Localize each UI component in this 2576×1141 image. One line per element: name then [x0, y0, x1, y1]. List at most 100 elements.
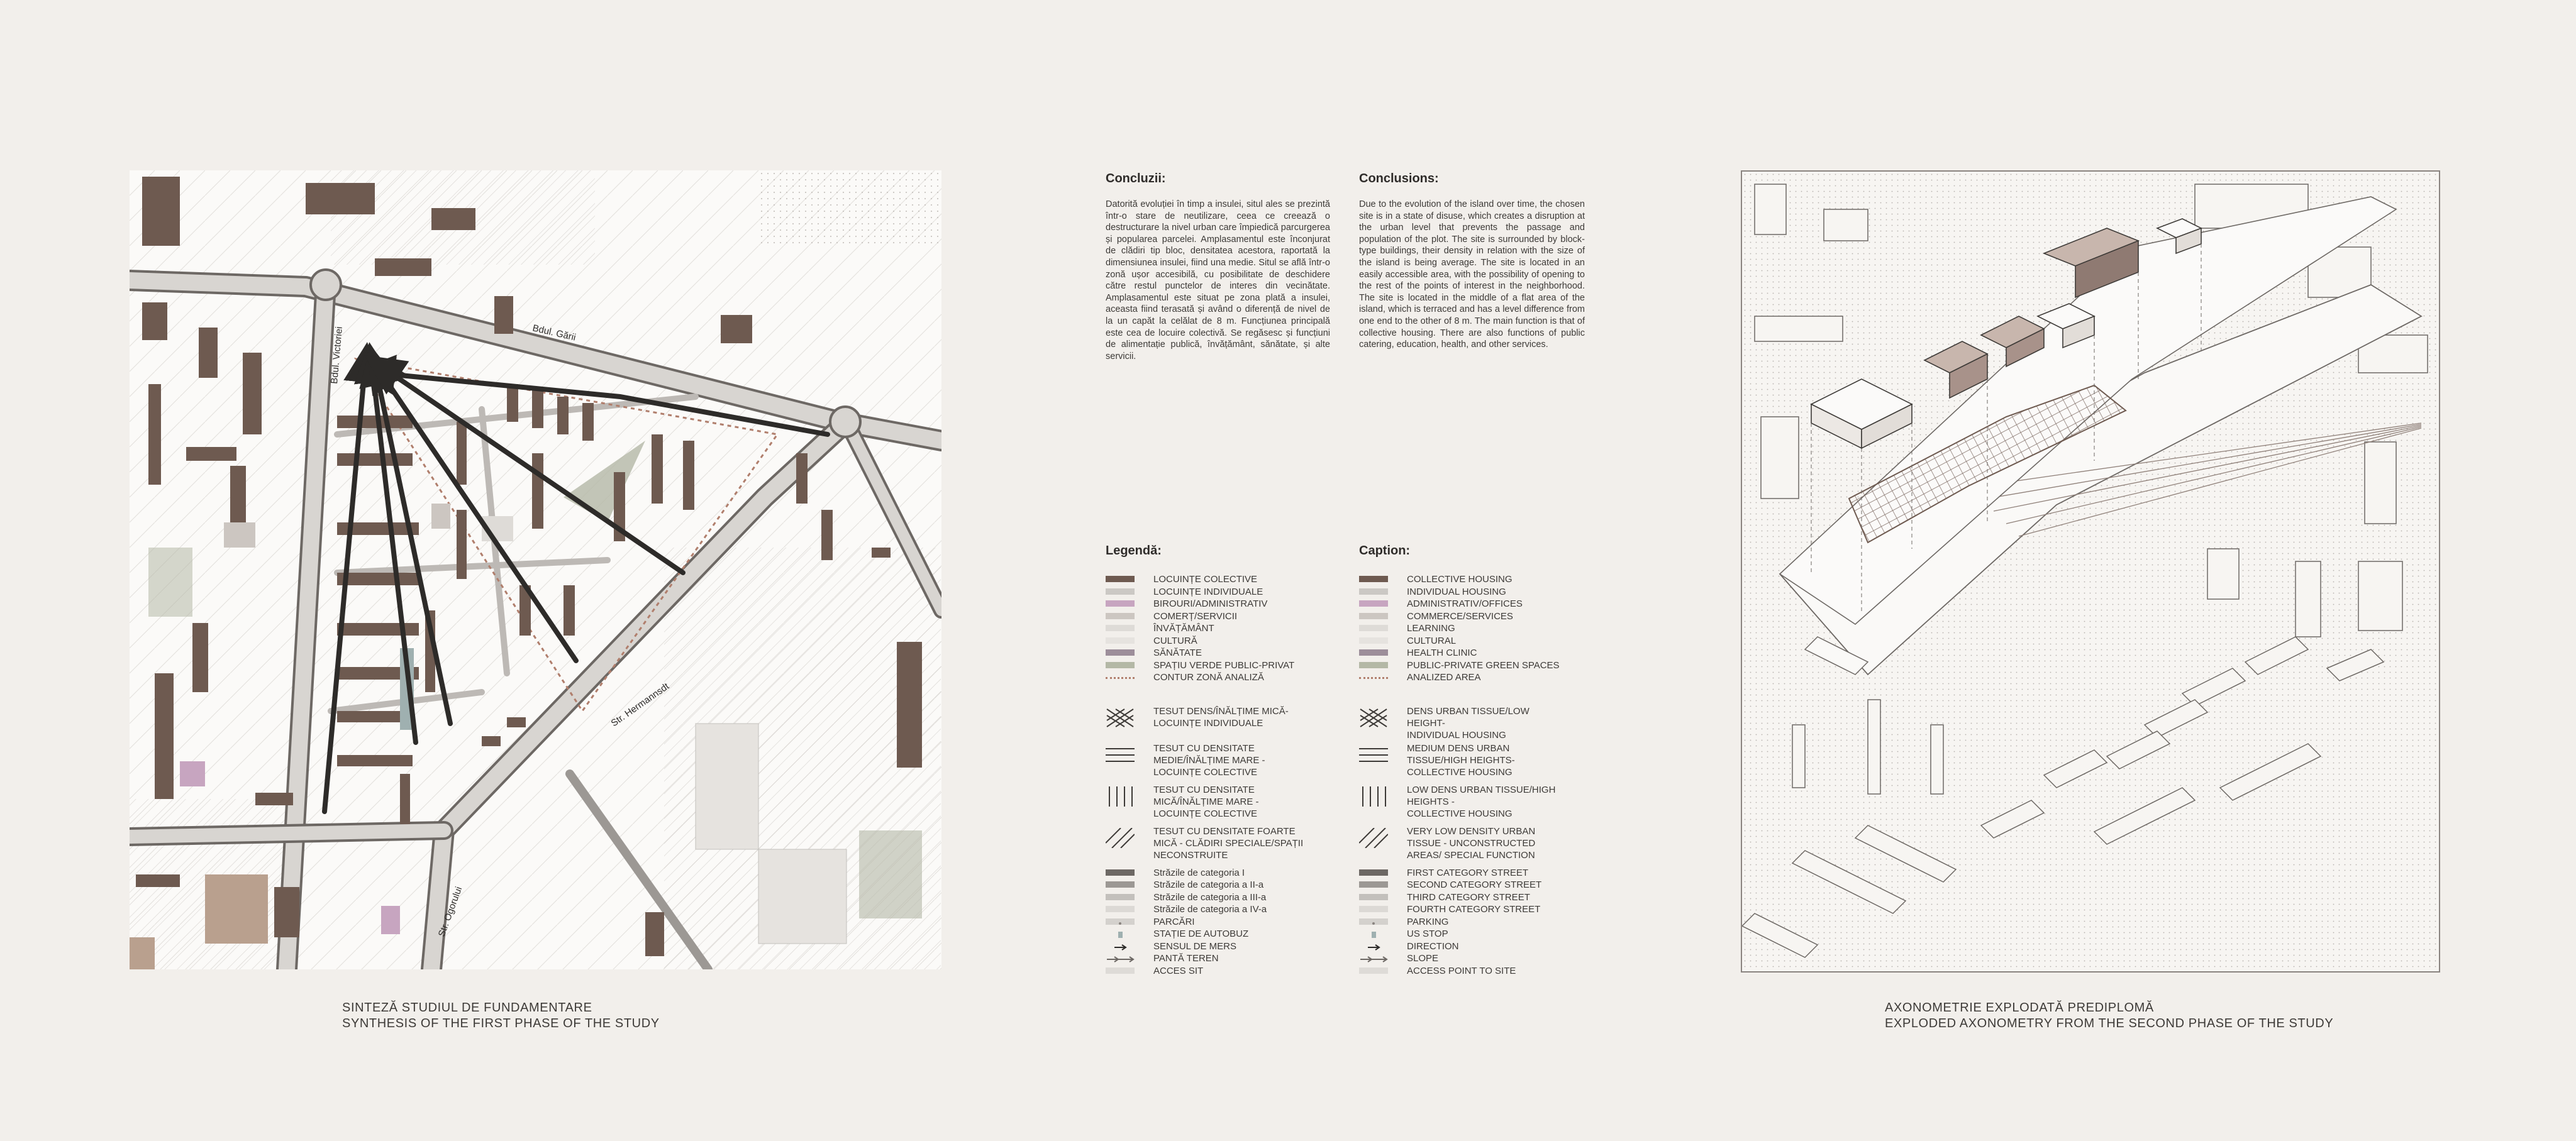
legend-label: CULTURĂ	[1153, 635, 1197, 646]
legend-street-row: Străzile de categoria a III-a	[1106, 891, 1313, 904]
street-swatch	[1359, 881, 1388, 888]
street-swatch	[1359, 869, 1388, 876]
texture-label-line: DENS URBAN TISSUE/LOW	[1407, 705, 1530, 717]
legend-texture-row: TESUT DENS/ÎNĂLȚIME MICĂ-LOCUINȚE INDIVI…	[1106, 705, 1313, 742]
legend-street-row: ACCES SIT	[1106, 965, 1313, 978]
legend-swatch	[1359, 649, 1388, 656]
map-figure-caption: SINTEZĂ STUDIUL DE FUNDAMENTARE SYNTHESI…	[342, 1000, 660, 1032]
legend-label: STAȚIE DE AUTOBUZ	[1153, 929, 1249, 939]
legend-street-row: DIRECTION	[1359, 940, 1567, 953]
legend-street-row: FOURTH CATEGORY STREET	[1359, 903, 1567, 916]
legend-street-row: ACCESS POINT TO SITE	[1359, 965, 1567, 978]
legend-swatch	[1106, 612, 1135, 619]
legend-landuse-row: CULTURĂ	[1106, 635, 1313, 648]
texture-label-line: AREAS/ SPECIAL FUNCTION	[1407, 849, 1535, 861]
texture-label-line: COLLECTIVE HOUSING	[1407, 808, 1513, 819]
direction-arrow-icon	[1359, 943, 1388, 951]
texture-label-line: MEDIE/ÎNĂLȚIME MARE -	[1153, 754, 1265, 766]
conclusions-text-ro: Datorită evoluției în timp a insulei, si…	[1106, 199, 1330, 361]
legend-street-row: US STOP	[1359, 928, 1567, 940]
axonometry-figure-caption: AXONOMETRIE EXPLODATĂ PREDIPLOMĂ EXPLODE…	[1885, 1000, 2333, 1032]
texture-label-line: HEIGHT-	[1407, 717, 1445, 729]
legend-label: Străzile de categoria I	[1153, 867, 1245, 878]
legend-label: PARCĂRI	[1153, 916, 1195, 927]
legend-label: PANTĂ TEREN	[1153, 953, 1219, 964]
legend-label: BIROURI/ADMINISTRATIV	[1153, 598, 1268, 609]
legend-landuse-row: HEALTH CLINIC	[1359, 647, 1567, 659]
street-swatch	[1359, 893, 1388, 900]
conclusions-text-en: Due to the evolution of the island over …	[1359, 199, 1585, 350]
urban-map-drawing: Bdul. Gării Bdul. Victoriei Str. Hermann…	[130, 170, 941, 969]
texture-label-line: TESUT CU DENSITATE	[1153, 784, 1255, 795]
texture-label-line: MICĂ/ÎNĂLȚIME MARE -	[1153, 796, 1259, 807]
texture-label-line: TISSUE - UNCONSTRUCTED	[1407, 837, 1536, 849]
texture-label-line: LOCUINȚE INDIVIDUALE	[1153, 717, 1263, 729]
legend-street-row: Străzile de categoria a II-a	[1106, 879, 1313, 891]
legend-street-row: SENSUL DE MERS	[1106, 940, 1313, 953]
legend-landuse-row: PUBLIC-PRIVATE GREEN SPACES	[1359, 659, 1567, 672]
exploded-axonometry	[1741, 170, 2440, 973]
conclusions-heading-en: Conclusions:	[1359, 172, 1439, 185]
legend-landuse-row: LEARNING	[1359, 622, 1567, 635]
legend-label: LOCUINȚE INDIVIDUALE	[1153, 586, 1263, 597]
direction-arrow-icon	[1106, 943, 1135, 951]
legend-label: ADMINISTRATIV/OFFICES	[1407, 598, 1523, 609]
slope-arrow-icon	[1359, 955, 1388, 962]
street-swatch	[1106, 893, 1135, 900]
legend-street-row: PARCĂRI	[1106, 916, 1313, 929]
legend-street-row: PANTĂ TEREN	[1106, 952, 1313, 965]
texture-label-line: COLLECTIVE HOUSING	[1407, 766, 1513, 778]
legend-landuse-row: ADMINISTRATIV/OFFICES	[1359, 598, 1567, 610]
legend-swatch	[1359, 576, 1388, 582]
legend-swatch	[1359, 625, 1388, 631]
legend-swatch	[1106, 637, 1135, 644]
swatch-analyzed-area	[1106, 677, 1135, 679]
legend-label: SENSUL DE MERS	[1153, 940, 1236, 952]
legend-swatch	[1106, 588, 1135, 595]
parking-swatch	[1359, 918, 1388, 925]
legend-label: LEARNING	[1407, 623, 1455, 634]
legend-label: FIRST CATEGORY STREET	[1407, 867, 1529, 878]
legend-label: FOURTH CATEGORY STREET	[1407, 904, 1541, 915]
legend-landuse-row: ANALIZED AREA	[1359, 671, 1567, 684]
map-caption-en: SYNTHESIS OF THE FIRST PHASE OF THE STUD…	[342, 1017, 660, 1030]
parking-swatch	[1106, 918, 1135, 925]
legend-label: COMERȚ/SERVICII	[1153, 610, 1238, 622]
texture-label-line: LOCUINȚE COLECTIVE	[1153, 808, 1258, 819]
texture-label-line: TISSUE/HIGH HEIGHTS-	[1407, 754, 1515, 766]
swatch-analyzed-area	[1359, 677, 1388, 679]
texture-label-line: TESUT DENS/ÎNĂLȚIME MICĂ-	[1153, 705, 1289, 717]
legend-label: COLLECTIVE HOUSING	[1407, 574, 1513, 585]
legend-label: ACCESS POINT TO SITE	[1407, 965, 1516, 976]
legend-label: CULTURAL	[1407, 635, 1457, 646]
legend-label: PARKING	[1407, 916, 1449, 927]
bus-stop-icon	[1359, 930, 1388, 938]
legend-swatch	[1359, 600, 1388, 607]
texture-label-line: HEIGHTS -	[1407, 796, 1455, 807]
street-swatch	[1106, 906, 1135, 912]
legend-swatch	[1106, 600, 1135, 607]
urban-synthesis-map: Bdul. Gării Bdul. Victoriei Str. Hermann…	[130, 170, 941, 969]
legend-label: Străzile de categoria a III-a	[1153, 891, 1267, 903]
legend-label: SLOPE	[1407, 953, 1439, 964]
legend-label: Străzile de categoria a IV-a	[1153, 904, 1267, 915]
legend-swatch	[1106, 661, 1135, 668]
legend-landuse-row: COMMERCE/SERVICES	[1359, 610, 1567, 623]
axonometry-caption-ro: AXONOMETRIE EXPLODATĂ PREDIPLOMĂ	[1885, 1001, 2154, 1015]
legend-landuse-row: CONTUR ZONĂ ANALIZĂ	[1106, 671, 1313, 684]
legend-street-row: Străzile de categoria a IV-a	[1106, 903, 1313, 916]
street-swatch	[1106, 869, 1135, 876]
legend-landuse-row: COLLECTIVE HOUSING	[1359, 573, 1567, 586]
axonometry-drawing	[1742, 172, 2439, 971]
